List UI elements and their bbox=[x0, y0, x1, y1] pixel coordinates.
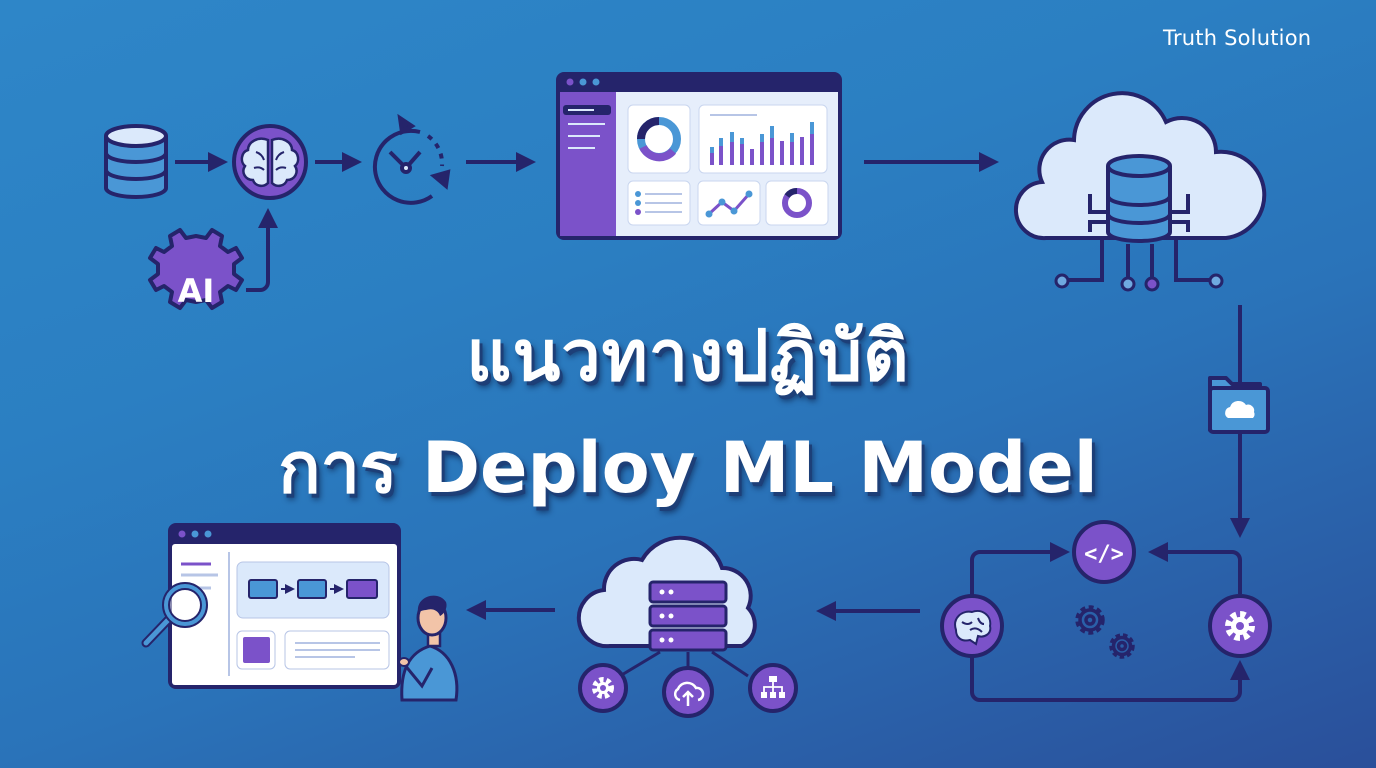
clock-cycle-icon bbox=[372, 113, 451, 205]
page-title-line-2: การ Deploy ML Model bbox=[278, 427, 1098, 509]
arrow bbox=[1148, 542, 1242, 594]
magnifier-icon bbox=[141, 582, 208, 648]
ai-gear-icon: AI bbox=[148, 228, 244, 310]
cloud-server-icon bbox=[576, 535, 798, 718]
page-title-line-1: แนวทางปฏิบัติ bbox=[466, 315, 910, 397]
person-icon bbox=[398, 595, 459, 702]
cloud-folder-icon bbox=[1208, 376, 1270, 434]
monitoring-window-icon bbox=[168, 523, 401, 689]
svg-text:</>: </> bbox=[1084, 542, 1124, 567]
database-icon bbox=[104, 124, 168, 199]
svg-text:AI: AI bbox=[178, 272, 215, 310]
cloud-database-icon bbox=[1014, 91, 1267, 292]
gear-icon bbox=[1208, 594, 1272, 658]
gears-icon bbox=[1075, 605, 1135, 659]
dashboard-window-icon bbox=[556, 72, 842, 240]
brain-icon bbox=[232, 124, 308, 200]
brand-name: Truth Solution bbox=[1163, 26, 1312, 50]
code-icon: </> bbox=[1072, 520, 1136, 584]
arrow bbox=[970, 650, 1250, 702]
brain-icon bbox=[940, 594, 1004, 658]
arrow bbox=[970, 542, 1070, 604]
arrow bbox=[246, 208, 278, 292]
